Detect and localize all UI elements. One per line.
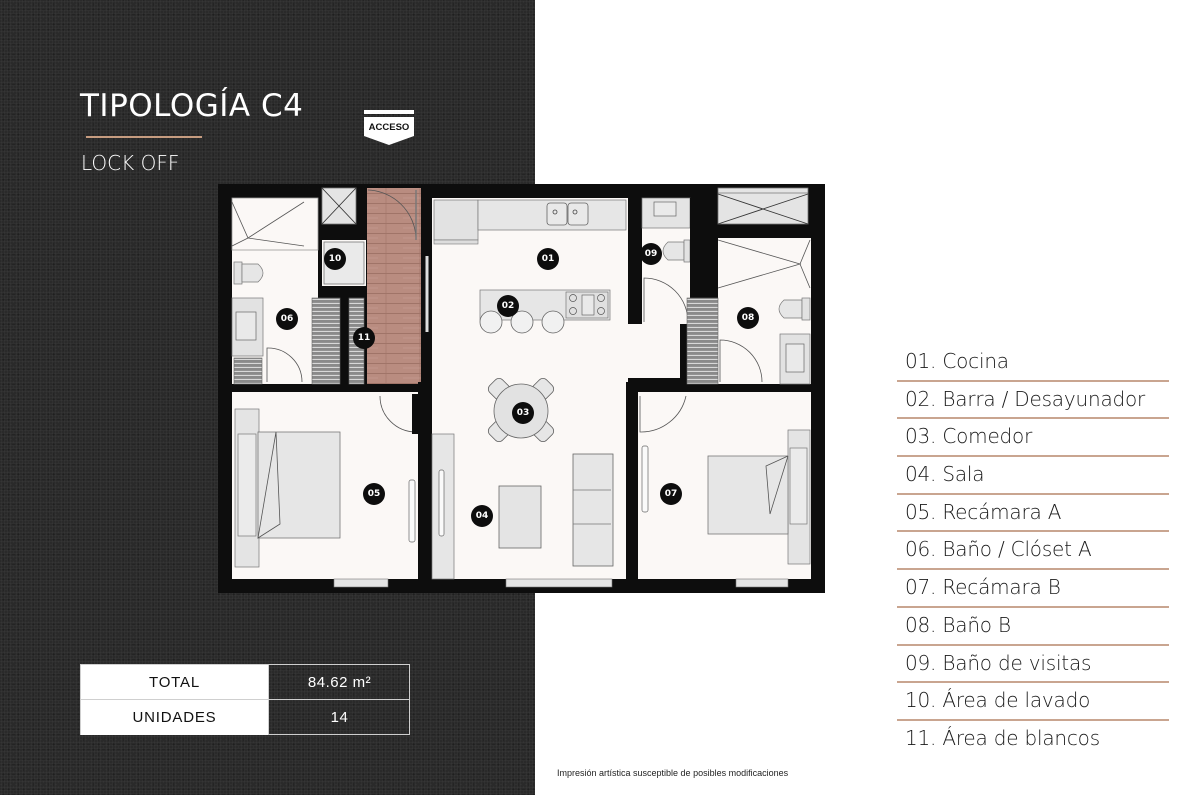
room-legend: 01. Cocina 02. Barra / Desayunador 03. C… [897,344,1169,759]
summary-row-total: TOTAL 84.62 m² [81,665,409,700]
disclaimer-text: Impresión artística susceptible de posib… [557,768,789,778]
legend-item: 02. Barra / Desayunador [897,382,1169,420]
room-badge-10[interactable]: 10 [324,248,346,270]
legend-item: 10. Área de lavado [897,683,1169,721]
legend-item: 08. Baño B [897,608,1169,646]
floor-plan-drawing [218,184,825,593]
summary-value: 14 [330,709,349,726]
legend-item: 11. Área de blancos [905,725,1100,750]
access-label: ACCESO [368,122,410,133]
room-badge-02[interactable]: 02 [497,295,519,317]
page-subtitle: LOCK OFF [81,151,180,175]
legend-item: 05. Recámara A [897,495,1169,533]
legend-item: 03. Comedor [897,419,1169,458]
summary-row-units: UNIDADES 14 [81,700,409,735]
title-divider [86,136,202,138]
floor-plan: 01 02 03 04 05 06 07 08 09 10 11 [218,184,825,593]
room-badge-04[interactable]: 04 [471,505,493,527]
room-badge-03[interactable]: 03 [512,402,534,424]
summary-label: TOTAL [81,665,269,699]
page-title: TIPOLOGÍA C4 [80,88,304,124]
access-arrow-icon [364,110,414,145]
summary-label: UNIDADES [81,700,269,735]
legend-item: 09. Baño de visitas [897,646,1169,684]
legend-item: 01. Cocina [897,344,1169,382]
room-badge-05[interactable]: 05 [363,483,385,505]
room-badge-06[interactable]: 06 [276,308,298,330]
legend-item: 06. Baño / Clóset A [897,532,1169,571]
legend-item: 07. Recámara B [897,570,1169,608]
room-badge-01[interactable]: 01 [537,248,559,270]
room-badge-08[interactable]: 08 [737,307,759,329]
legend-item: 04. Sala [897,457,1169,495]
room-badge-09[interactable]: 09 [640,243,662,265]
room-badge-07[interactable]: 07 [660,483,682,505]
access-marker: ACCESO [363,110,415,146]
room-badge-11[interactable]: 11 [353,327,375,349]
summary-value: 84.62 m² [307,673,372,691]
summary-table: TOTAL 84.62 m² UNIDADES 14 [80,664,410,735]
